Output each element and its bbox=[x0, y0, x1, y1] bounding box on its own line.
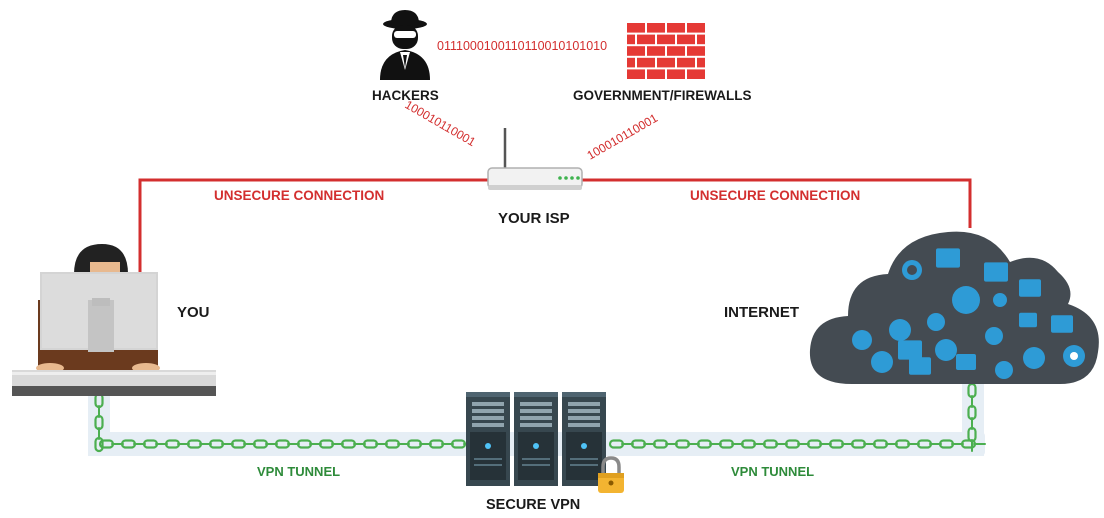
cloud-service-icons bbox=[852, 248, 1085, 379]
vpn-tunnel-label-left: VPN TUNNEL bbox=[257, 464, 341, 479]
government-firewalls-label: GOVERNMENT/FIREWALLS bbox=[573, 88, 752, 103]
unsecure-connection-label-right: UNSECURE CONNECTION bbox=[690, 188, 861, 203]
unsecure-connection-line-right bbox=[580, 178, 972, 228]
user-at-computer-icon bbox=[12, 244, 216, 396]
hackers-label: HACKERS bbox=[372, 88, 439, 103]
padlock-icon bbox=[598, 456, 624, 493]
binary-right: 100010110001 bbox=[585, 111, 661, 163]
vpn-tunnel-label-right: VPN TUNNEL bbox=[731, 464, 815, 479]
hacker-icon bbox=[380, 10, 430, 80]
firewall-icon bbox=[626, 22, 706, 80]
server-rack-icon bbox=[466, 392, 606, 486]
router-icon bbox=[487, 128, 583, 190]
secure-vpn-label: SECURE VPN bbox=[486, 497, 581, 513]
binary-top: 0111000100110110010101010 bbox=[437, 39, 607, 53]
you-label: YOU bbox=[177, 304, 210, 321]
unsecure-connection-label-left: UNSECURE CONNECTION bbox=[214, 188, 385, 203]
unsecure-connection-line bbox=[138, 178, 490, 272]
vpn-chain-left bbox=[98, 439, 476, 449]
binary-left: 100010110001 bbox=[403, 97, 479, 149]
isp-label: YOUR ISP bbox=[498, 210, 570, 227]
internet-label: INTERNET bbox=[724, 304, 799, 321]
vpn-chain-right bbox=[608, 439, 986, 449]
